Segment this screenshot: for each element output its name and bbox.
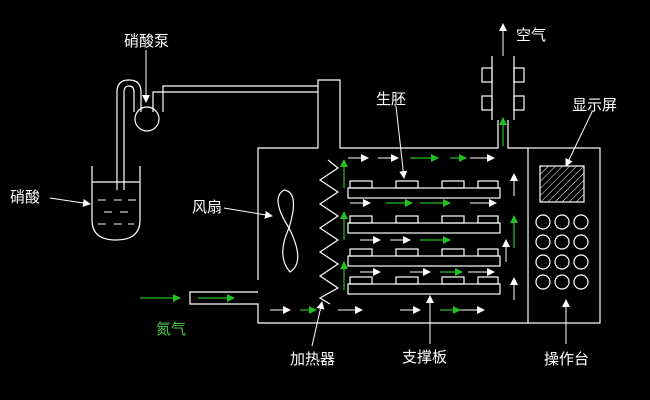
nitric-acid-feed-line <box>116 79 318 190</box>
nitric-acid-container <box>91 166 141 241</box>
leader-acid <box>49 197 91 207</box>
fan <box>277 189 299 273</box>
heater-coil <box>318 159 340 305</box>
label-operation-panel: 操作台 <box>544 350 590 368</box>
label-nitrogen: 氮气 <box>156 320 187 338</box>
leader-display <box>565 111 593 167</box>
support-plates <box>347 187 501 295</box>
label-air: 空气 <box>516 26 547 44</box>
nitric-acid-pump <box>134 106 160 132</box>
leader-green-body <box>395 105 408 179</box>
label-heater: 加热器 <box>290 350 336 368</box>
exhaust-valve-upper-r <box>513 67 525 83</box>
label-green-body: 生胚 <box>376 90 407 108</box>
furnace-chamber-outline <box>189 79 528 324</box>
keypad <box>535 214 589 290</box>
label-nitric-acid-pump: 硝酸泵 <box>124 32 170 50</box>
exhaust-valve-lower-r <box>513 95 525 111</box>
acid-liquid <box>98 199 136 225</box>
exhaust-valve-lower <box>481 95 493 111</box>
label-support-plate: 支撑板 <box>402 348 448 366</box>
exhaust-valve-upper <box>481 67 493 83</box>
display-screen <box>539 165 585 203</box>
label-nitric-acid: 硝酸 <box>10 188 41 206</box>
operation-panel-housing <box>527 147 601 324</box>
leader-heater <box>311 301 325 347</box>
label-fan: 风扇 <box>192 198 223 216</box>
green-bodies <box>349 180 499 285</box>
label-display-screen: 显示屏 <box>572 96 618 114</box>
leader-fan <box>223 207 273 219</box>
exhaust-duct <box>491 56 515 120</box>
